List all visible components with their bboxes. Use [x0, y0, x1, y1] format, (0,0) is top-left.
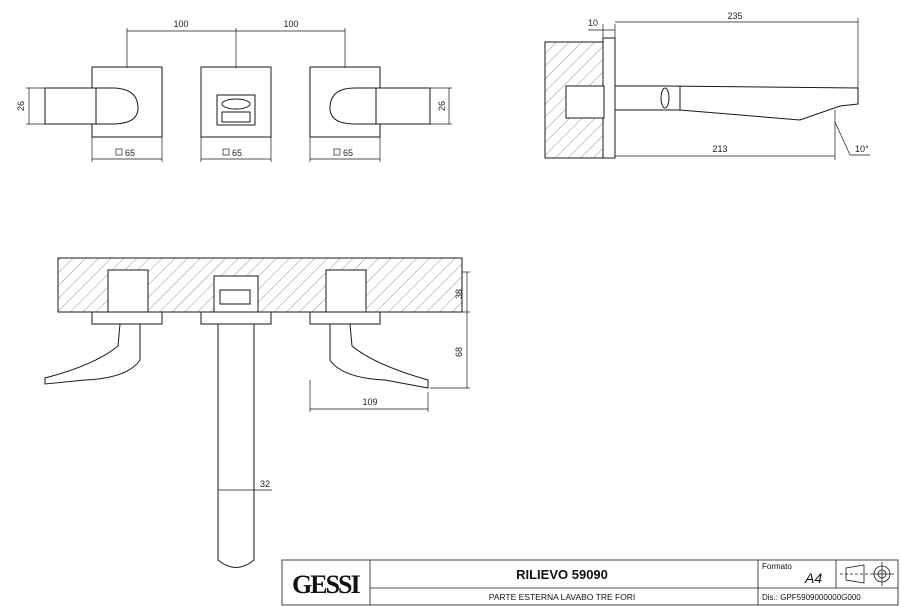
dim-handle-reach: 109	[362, 397, 377, 407]
format-value: A4	[804, 570, 822, 586]
spout-top	[217, 323, 255, 568]
dim-plate-center: 65	[232, 148, 242, 158]
dim-height-right: 26	[437, 101, 447, 111]
format-label: Formato	[762, 562, 792, 571]
dim-plate-right: 65	[343, 148, 353, 158]
spout-outlet	[216, 94, 256, 126]
projection-symbol-icon	[840, 562, 894, 586]
side-view	[544, 18, 870, 160]
dim-handle-depth: 68	[454, 347, 464, 357]
dim-plate-left: 65	[125, 148, 135, 158]
gessi-logo: GESSI	[292, 570, 360, 599]
left-lever	[44, 87, 139, 125]
left-lever-top	[44, 323, 141, 385]
spout-side	[614, 85, 859, 121]
dim-height-left: 26	[16, 101, 26, 111]
dim-angle: 10°	[855, 144, 869, 154]
right-lever	[329, 87, 431, 125]
product-description: PARTE ESTERNA LAVABO TRE FORI	[489, 592, 636, 602]
dim-spout-width: 32	[260, 479, 270, 489]
dim-total-length: 235	[727, 11, 742, 21]
dim-wall-offset: 10	[588, 18, 598, 28]
product-title: RILIEVO 59090	[516, 567, 608, 582]
right-lever-top	[329, 323, 429, 389]
dim-spacing-left: 100	[173, 19, 188, 29]
dim-spacing-right: 100	[283, 19, 298, 29]
drawing-number: Dis.: GPF5909000000G000	[762, 593, 861, 602]
dim-projection: 213	[712, 144, 727, 154]
square-symbol-left	[115, 148, 123, 156]
title-block	[281, 559, 899, 606]
front-view	[26, 28, 452, 162]
dim-plate-depth: 38	[454, 289, 464, 299]
spout-plate	[200, 66, 272, 138]
top-view	[44, 257, 470, 568]
square-symbol-right	[333, 148, 341, 156]
square-symbol-center	[222, 148, 230, 156]
